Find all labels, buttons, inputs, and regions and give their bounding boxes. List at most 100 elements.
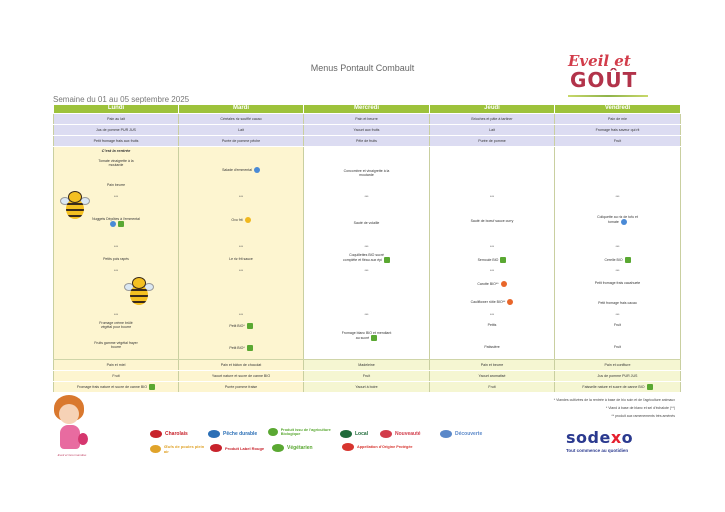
lunch-separator: ***	[489, 245, 495, 249]
logo-line2: GOÛT	[570, 68, 638, 92]
lunch-dessert: Fruit	[614, 345, 621, 349]
snack-cell: Yaourt aromatisé	[429, 370, 555, 382]
aop-icon	[500, 281, 507, 287]
legend-vegetarien: Végétarien	[272, 444, 313, 452]
bee-pencil-mascot-icon	[124, 277, 154, 309]
snack-cell: Pain et miel	[53, 359, 179, 371]
aop-icon	[342, 443, 354, 451]
lunch-side: Semoule BIO	[430, 257, 554, 263]
legend-decouverte: Découverte	[440, 430, 482, 438]
snack-row: Fruit Yaourt nature et sucre de canne BI…	[53, 370, 681, 382]
breakfast-cell: Brioches et pâte à tartiner	[429, 113, 555, 125]
sodexo-tagline: Tout commence au quotidien	[566, 448, 629, 453]
sodexo-wordmark-b: o	[621, 428, 634, 447]
footnote: * Viandes cultivées de la rentrée à base…	[553, 398, 675, 402]
day-header-jeudi: Jeudi	[429, 104, 555, 114]
breakfast-cell: Pain de mie	[554, 113, 681, 125]
breakfast-cell: Yaourt aux fruits	[303, 124, 430, 136]
lunch-cell-vendredi: *** Coliquette au riz de tofu et tomate …	[554, 146, 681, 360]
lunch-separator: ***	[364, 313, 369, 317]
sustainable-fishing-icon	[208, 430, 220, 438]
lunch-cheese: Petit BIO*	[179, 323, 303, 329]
lunch-separator: ***	[489, 269, 495, 273]
day-header-mercredi: Mercredi	[303, 104, 430, 114]
breakfast-cell: Lait	[178, 124, 304, 136]
logo-line1: Eveil et	[568, 52, 631, 70]
snack-cell: Pain et confiture	[554, 359, 681, 371]
lunch-separator: ***	[238, 313, 244, 317]
day-header-lundi: Lundi	[53, 104, 179, 114]
legend-oeufs: Œufs de poules plein air	[150, 444, 206, 454]
bio-icon	[118, 221, 124, 228]
free-range-eggs-icon	[244, 217, 251, 223]
discovery-icon	[253, 167, 260, 173]
lunch-main: Nuggets Dépôtes à l'emmental	[54, 217, 178, 228]
legend-local: Local	[340, 430, 368, 438]
lunch-main-label: Nuggets Dépôtes à l'emmental	[92, 217, 140, 221]
legend-label: Produit issu de l'agriculture Biologique	[280, 428, 331, 436]
breakfast-row: Jus de pomme PUR JUS Lait Yaourt aux fru…	[53, 124, 681, 136]
snack-label: Fromage frais nature et sucre de canne B…	[76, 384, 148, 389]
bio-icon	[371, 335, 378, 342]
day-header-mardi: Mardi	[178, 104, 304, 114]
lunch-extra-label: Carotte BIO**	[477, 281, 499, 286]
eveil-et-gout-logo: Eveil et GOÛT	[566, 52, 656, 102]
lunch-starter: Concombre et vinaigrette à la moutarde	[343, 169, 390, 178]
lunch-side: Le riz frit sauce	[229, 257, 253, 261]
sodexo-wordmark-a: sode	[566, 428, 611, 447]
lunch-extra-label: Cauliflower rôtie BIO**	[470, 299, 506, 304]
footnote: ** produit aux ramenements très aménés	[611, 414, 675, 418]
snack-row: Pain et miel Pain et bâton de chocolat M…	[53, 359, 681, 371]
lunch-extra: Carotte BIO**	[430, 281, 554, 287]
lunch-main: Coliquette au riz de tofu et tomate	[555, 215, 680, 226]
breakfast-cell: Fromage frais saveur qui rit	[554, 124, 681, 136]
free-range-eggs-icon	[150, 445, 161, 453]
legend-label-rouge: Produit Label Rouge	[210, 444, 266, 452]
lunch-cell-mercredi: Concombre et vinaigrette à la moutarde *…	[303, 146, 430, 360]
discovery-icon	[440, 430, 452, 438]
lunch-dessert: Patissière	[484, 345, 500, 349]
lunch-starter: Tomate vinaigrette à la moutarde	[98, 159, 134, 168]
snack-label: Faisselle nature et sucre de canne BIO	[582, 384, 645, 389]
breakfast-row: Pain au lait Céréales riz soufflé cacao …	[53, 113, 681, 125]
local-icon	[340, 430, 352, 438]
lunch-cell-mardi: Salade d'emmental *** Ovo frit *** Le ri…	[178, 146, 304, 360]
lunch-side-label: Coquillettes BIO sucré complète et fléau…	[343, 253, 384, 263]
lunch-separator: ***	[615, 195, 620, 199]
lunch-separator: ***	[113, 195, 119, 199]
footnote: * Viand à base de blanc et sel d'échalot…	[605, 406, 675, 410]
bio-icon	[383, 257, 390, 264]
child-mascot-illustration: Eveil et Gourmandise	[48, 395, 94, 465]
bio-icon	[149, 384, 156, 390]
logo-underline	[568, 95, 648, 97]
lunch-row: C'est la rentrée Tomate vinaigrette à la…	[53, 146, 681, 360]
day-header-vendredi: Vendredi	[554, 104, 681, 114]
sodexo-wordmark-x: x	[610, 428, 622, 447]
snack-cell: Fromage frais nature et sucre de canne B…	[53, 381, 179, 393]
legend-label: Découverte	[455, 431, 483, 437]
breakfast-cell: Pêle de fruits	[303, 135, 430, 147]
breakfast-row: Petit fromage frais aux fruits Purée de …	[53, 135, 681, 147]
lunch-dessert-main: Pain beurre	[106, 183, 126, 187]
snack-cell: Fruit	[429, 381, 555, 393]
days-header-row: Lundi Mardi Mercredi Jeudi Vendredi	[53, 104, 681, 114]
snack-cell: Pain et beurre	[429, 359, 555, 371]
legend-nouveaute: Nouveauté	[380, 430, 421, 438]
snack-cell: Purée pomme fraise	[178, 381, 304, 393]
sodexo-wordmark: sodexo	[566, 428, 656, 447]
lunch-extra: Petit fromage frais cacao	[598, 301, 637, 305]
lunch-side-label: Cerelle BIO	[604, 257, 623, 262]
breakfast-cell: Purée de pomme pêche	[178, 135, 304, 147]
lunch-cheese: Fromage blanc BIO et mendiant au sucré	[304, 331, 429, 342]
legend-label: Nouveauté	[395, 431, 421, 437]
label-rouge-icon	[210, 444, 222, 452]
lunch-cheese: Fruit	[614, 323, 621, 327]
breakfast-cell: Petit fromage frais aux fruits	[53, 135, 179, 147]
snack-row: Fromage frais nature et sucre de canne B…	[53, 381, 681, 393]
lunch-main: Sauté de boeuf sauce curry	[470, 219, 514, 223]
breakfast-cell: Fruit	[554, 135, 681, 147]
legend-bio: Produit issu de l'agriculture Biologique	[268, 428, 338, 436]
lunch-separator: ***	[238, 195, 244, 199]
breakfast-cell: Pain et beurre	[303, 113, 430, 125]
sodexo-logo: sodexo Tout commence au quotidien	[566, 428, 656, 453]
